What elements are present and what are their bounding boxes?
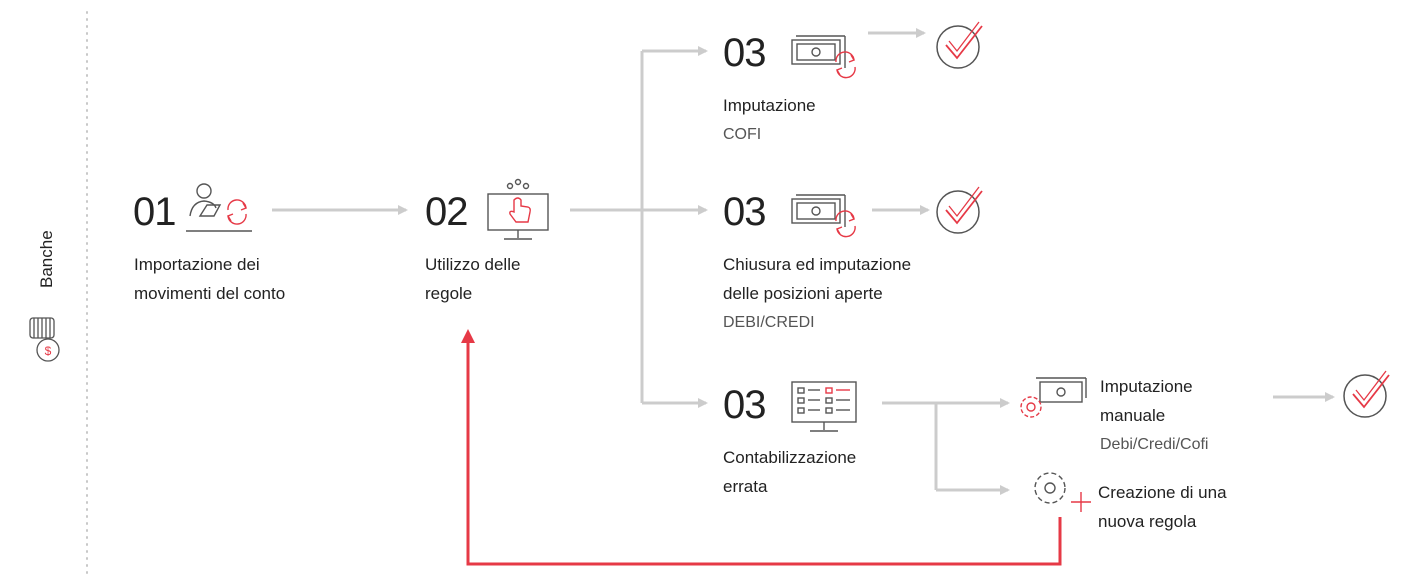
sidebar-label: Banche	[37, 230, 56, 288]
step-02-label-line2: regole	[425, 284, 473, 303]
step-02-number: 02	[425, 190, 468, 234]
step-03a-label-line1: Imputazione	[723, 96, 816, 115]
coins-dollar-icon: $	[29, 317, 60, 362]
check-circle-icon	[936, 21, 983, 69]
step-03b-label-line1: Chiusura ed imputazione	[723, 255, 912, 274]
step-03a-number: 03	[723, 31, 766, 75]
new-rule-label-line2: nuova regola	[1098, 512, 1197, 531]
step-01-label-line2: movimenti del conto	[134, 284, 286, 303]
gear-plus-icon	[1034, 472, 1091, 512]
banknote-gear-icon	[1020, 377, 1087, 418]
monitor-table-icon	[791, 381, 857, 432]
check-circle-icon	[936, 186, 983, 234]
step-03c-number: 03	[723, 383, 766, 427]
flow-arrows	[272, 28, 1335, 495]
check-circle-icon	[1343, 370, 1390, 418]
step-01-number: 01	[133, 190, 176, 234]
svg-text:$: $	[45, 344, 52, 358]
banknote-sync-icon	[791, 35, 856, 79]
step-03b-number: 03	[723, 190, 766, 234]
user-sync-icon	[186, 183, 252, 232]
step-03a-code: COFI	[723, 126, 762, 143]
new-rule-label-line1: Creazione di una	[1098, 483, 1227, 502]
manual-label-line2: manuale	[1100, 406, 1166, 425]
step-03b-label-line2: delle posizioni aperte	[723, 284, 883, 303]
feedback-arrow	[461, 329, 1062, 566]
monitor-touch-icon	[487, 178, 549, 240]
step-02-label-line1: Utilizzo delle	[425, 255, 521, 274]
step-03c-label-line2: errata	[723, 477, 768, 496]
manual-label-line1: Imputazione	[1100, 377, 1193, 396]
manual-code: Debi/Credi/Cofi	[1100, 436, 1209, 453]
banknote-sync-icon	[791, 194, 856, 238]
step-03c-label-line1: Contabilizzazione	[723, 448, 857, 467]
step-03b-code: DEBI/CREDI	[723, 314, 815, 331]
step-01-label-line1: Importazione dei	[134, 255, 260, 274]
